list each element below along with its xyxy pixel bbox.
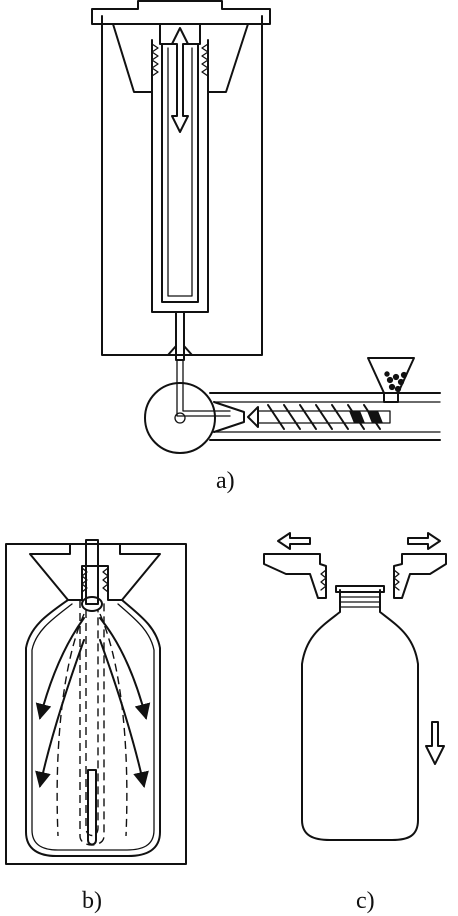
bottle-neck-threads <box>339 596 381 608</box>
neck-cavity-right <box>207 23 249 93</box>
hopper-throat <box>383 392 399 403</box>
core-tip <box>87 769 97 846</box>
barrel-nozzle-cone <box>213 401 245 433</box>
core-rod-inner <box>167 47 193 297</box>
neck-half-left <box>263 553 327 599</box>
blow-mold-neck-insert <box>29 543 161 601</box>
open-left-arrow-icon <box>277 532 311 550</box>
panel-b-blow-stage: b) <box>5 539 187 914</box>
preform-outer-wall <box>151 91 209 313</box>
bottle-cavity-inner <box>31 603 155 851</box>
core-motion-arrow-icon <box>171 27 189 133</box>
panel-a-label: a) <box>216 468 235 494</box>
injection-mold-block <box>101 15 263 356</box>
core-rod <box>161 43 199 303</box>
resin-pellets <box>384 371 408 393</box>
core-top-plate <box>91 0 271 25</box>
neck-threads-left <box>151 43 159 77</box>
neck-half-left-threads <box>320 569 327 591</box>
blow-neck-threads-right <box>102 567 109 593</box>
neck-half-right <box>393 553 447 599</box>
blow-rod-head <box>81 596 103 612</box>
eject-down-arrow-icon <box>425 721 445 765</box>
panel-c-label: c) <box>356 888 375 914</box>
valve-hub <box>174 412 186 424</box>
panel-b-label: b) <box>82 888 102 914</box>
preform-outline-dashed <box>79 600 105 846</box>
bottle-cavity-outer <box>25 599 161 857</box>
bottle-neck-finish <box>335 585 385 593</box>
panel-c-ejection-stage: c) <box>263 532 447 914</box>
neck-half-right-threads <box>393 569 400 591</box>
air-flow-arrows <box>35 613 151 837</box>
gate-channel <box>175 311 185 361</box>
injection-screw <box>247 404 391 430</box>
preform-inner-dashed <box>85 610 99 837</box>
blow-rod <box>85 539 99 605</box>
panel-a-injection-stage: a) <box>91 0 441 494</box>
neck-threads-right <box>201 43 209 77</box>
valve-channel <box>176 359 231 417</box>
neck-cavity-left <box>112 23 153 93</box>
finished-bottle <box>301 589 419 841</box>
gate-funnel <box>167 345 193 356</box>
rotary-valve <box>144 382 216 454</box>
open-right-arrow-icon <box>407 532 441 550</box>
